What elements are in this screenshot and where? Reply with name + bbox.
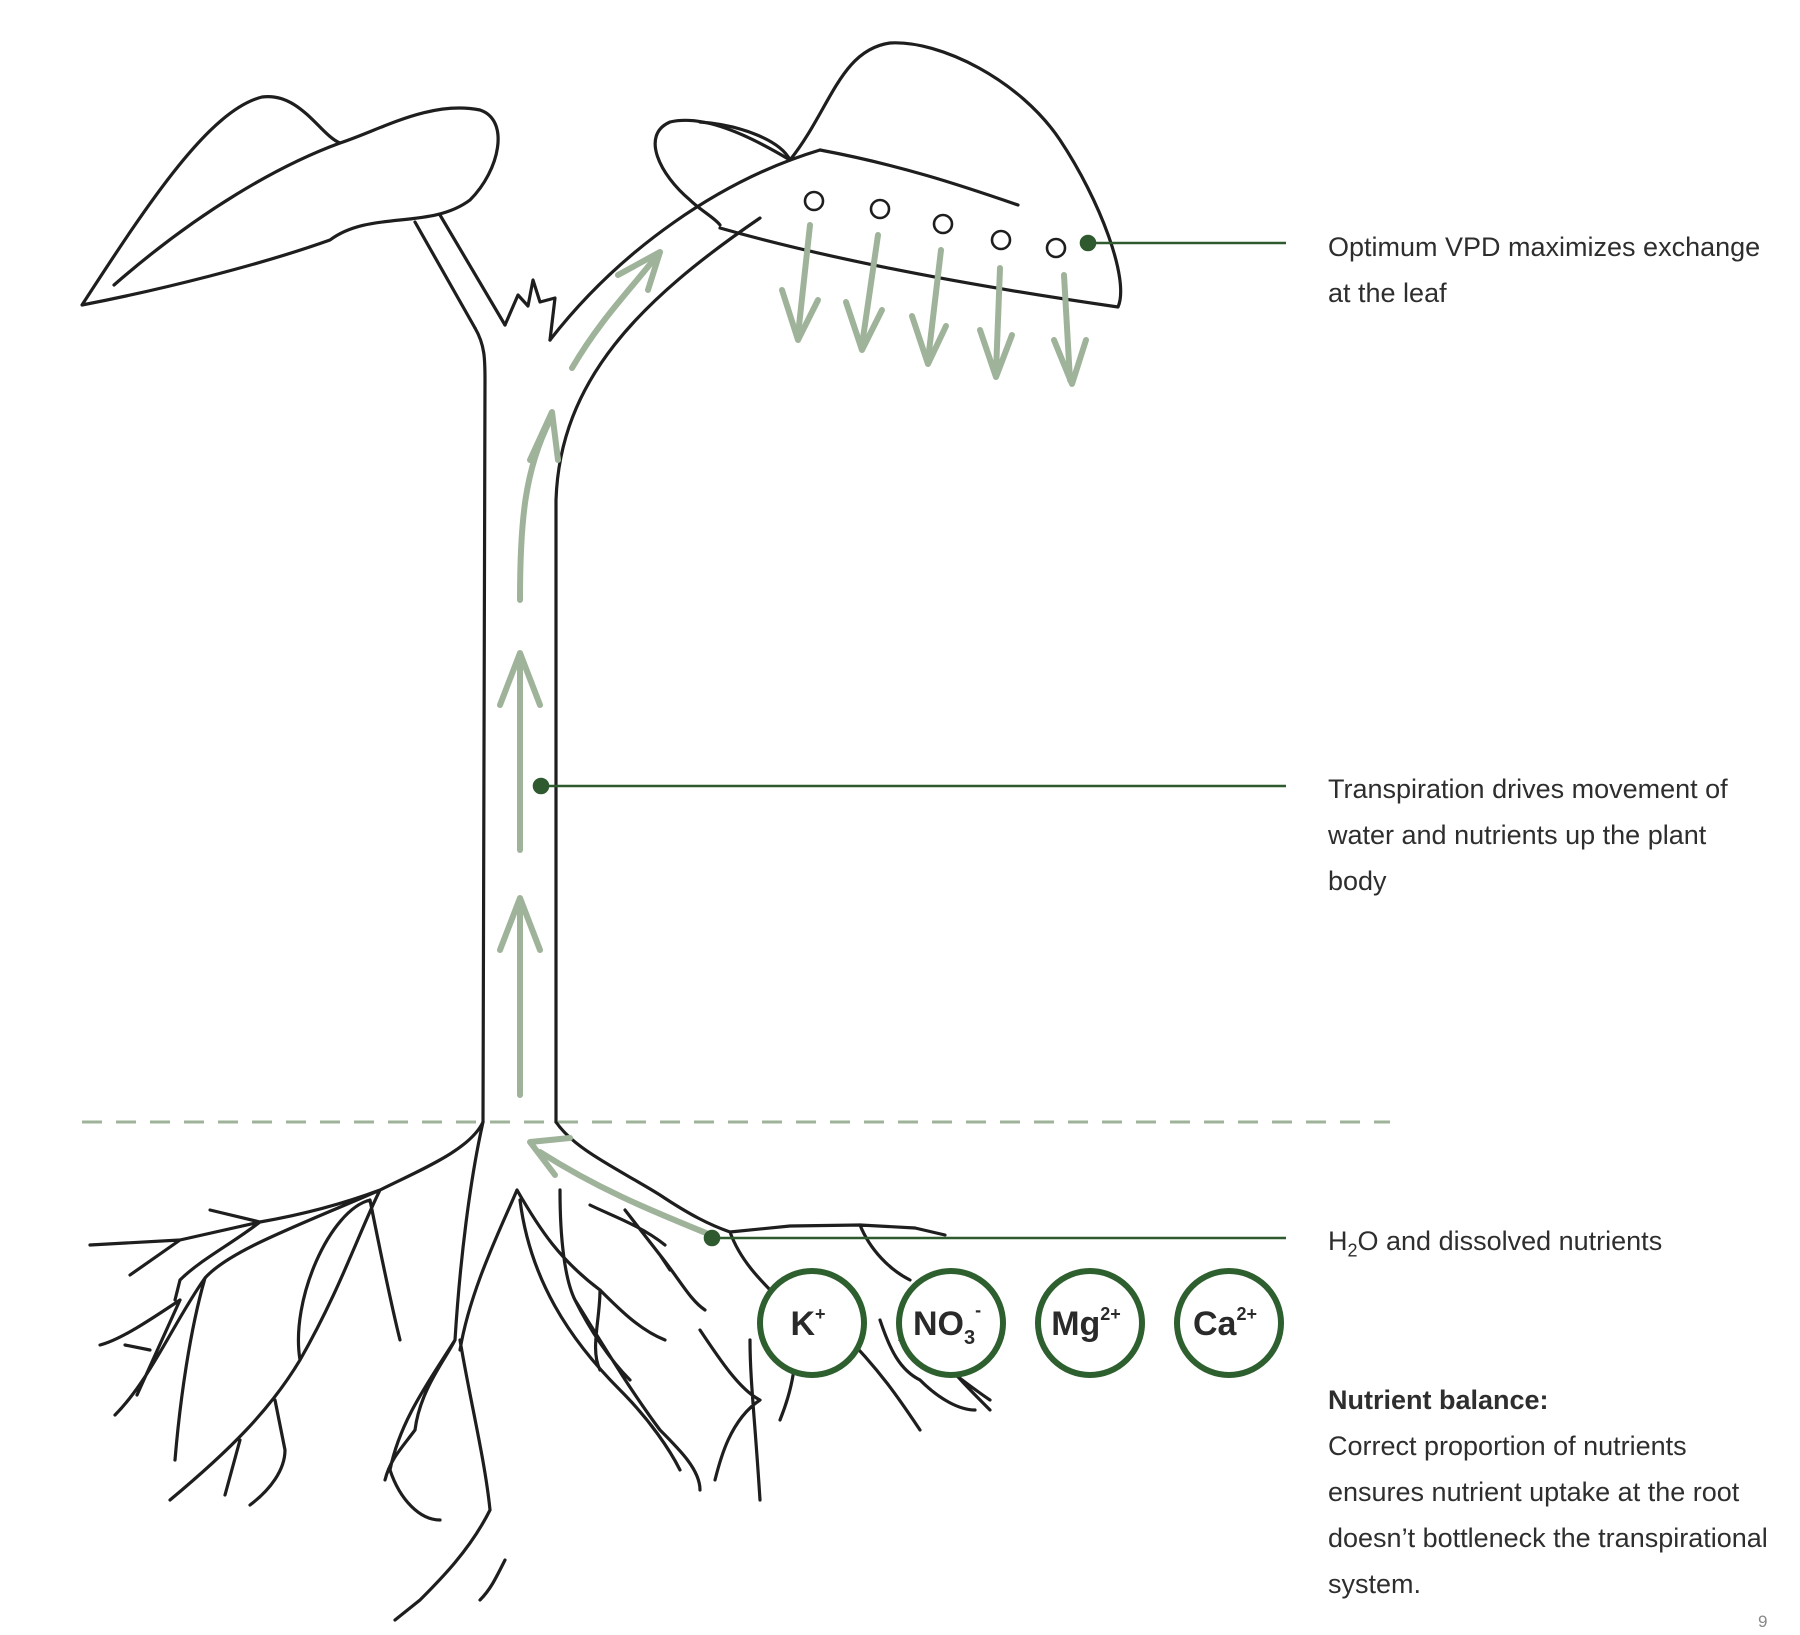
callout-nutrient-balance: Nutrient balance: Correct proportion of … bbox=[1328, 1377, 1768, 1607]
left-leaf bbox=[80, 95, 500, 307]
roots bbox=[88, 1120, 992, 1622]
root-flow-arrow bbox=[537, 1149, 709, 1236]
left-petiole bbox=[413, 213, 507, 330]
callout-vpd: Optimum VPD maximizes exchange at the le… bbox=[1328, 232, 1761, 308]
branch-inner-edge bbox=[548, 148, 822, 342]
leaf-outflow-arrow-2 bbox=[859, 232, 881, 348]
stoma-1 bbox=[803, 190, 825, 212]
stem-right-edge bbox=[554, 216, 762, 1124]
leaf-outflow-arrow-1 bbox=[795, 222, 813, 338]
leaf-outflow-arrow-4 bbox=[993, 265, 1003, 375]
ion-group: K+ NO3- Mg2+ Ca2+ bbox=[757, 1268, 1284, 1378]
leader-transpiration-dot bbox=[532, 777, 550, 795]
stoma-2 bbox=[869, 198, 891, 220]
ion-circle-3 bbox=[1035, 1268, 1145, 1378]
ion-circle-1 bbox=[757, 1268, 867, 1378]
h2o-suffix: O and dissolved nutrients bbox=[1357, 1226, 1663, 1256]
leaf-outflow-arrow-3 bbox=[925, 247, 944, 363]
callout-h2o: H2O and dissolved nutrients bbox=[1328, 1218, 1768, 1273]
leaf-outflow-arrow-5 bbox=[1061, 272, 1073, 383]
right-leaf-back bbox=[653, 118, 792, 227]
ion-label-2: NO3- bbox=[913, 1300, 981, 1349]
right-leaf-midrib bbox=[818, 148, 1020, 207]
left-leaf-midrib bbox=[112, 141, 342, 287]
stem-flow-arrow-4 bbox=[569, 255, 658, 371]
ion-circle-2 bbox=[896, 1268, 1006, 1378]
ion-circle-4 bbox=[1174, 1268, 1284, 1378]
stoma-5 bbox=[1045, 237, 1067, 259]
ion-label-4: Ca2+ bbox=[1193, 1304, 1257, 1343]
h2o-subscript: 2 bbox=[1347, 1240, 1358, 1261]
ion-label-3: Mg2+ bbox=[1051, 1304, 1121, 1343]
stoma-3 bbox=[932, 213, 954, 235]
nutrient-balance-body: Correct proportion of nutrients ensures … bbox=[1328, 1431, 1768, 1599]
shoot-bud bbox=[503, 278, 557, 342]
page-number: 9 bbox=[1758, 1612, 1768, 1631]
nutrient-balance-heading: Nutrient balance: bbox=[1328, 1385, 1549, 1415]
stoma-4 bbox=[990, 229, 1012, 251]
ion-label-1: K+ bbox=[790, 1304, 825, 1343]
h2o-prefix: H bbox=[1328, 1226, 1348, 1256]
leader-vpd-dot bbox=[1079, 234, 1097, 252]
callout-transpiration: Transpiration drives movement of water a… bbox=[1328, 774, 1728, 896]
right-leaf-front bbox=[718, 41, 1123, 309]
leader-h2o-dot bbox=[703, 1229, 721, 1247]
stem-left-edge bbox=[473, 326, 487, 1124]
